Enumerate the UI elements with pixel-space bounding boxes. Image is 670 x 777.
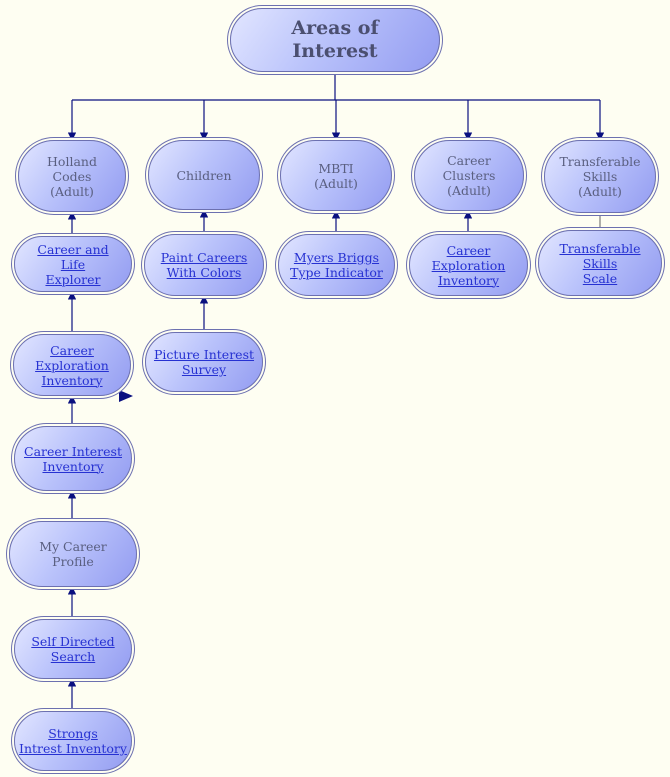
root-label: Areas of Interest [291, 17, 379, 62]
strongs-intrest-inventory-link[interactable]: Strongs Intrest Inventory [19, 726, 127, 756]
category-children-label: Children [176, 167, 232, 183]
career-life-explorer-link[interactable]: Career and Life Explorer [37, 241, 109, 287]
category-transferable-skills: Transferable Skills (Adult) [544, 140, 656, 213]
category-holland-label: Holland Codes (Adult) [47, 153, 97, 199]
picture-interest-survey-link[interactable]: Picture Interest Survey [153, 347, 255, 377]
category-mbti: MBTI (Adult) [280, 140, 392, 211]
node-my-career-profile: My Career Profile [9, 521, 137, 587]
category-skills-label: Transferable Skills (Adult) [559, 154, 641, 199]
paint-careers-link[interactable]: Paint Careers With Colors [160, 250, 248, 280]
node-myers-briggs-type-indicator[interactable]: Myers Briggs Type Indicator [278, 234, 395, 296]
node-paint-careers-with-colors[interactable]: Paint Careers With Colors [144, 234, 264, 296]
category-holland-codes: Holland Codes (Adult) [18, 140, 126, 212]
career-interest-inventory-link[interactable]: Career Interest Inventory [24, 443, 122, 474]
node-strongs-intrest-inventory[interactable]: Strongs Intrest Inventory [14, 711, 132, 771]
self-directed-search-link[interactable]: Self Directed Search [31, 634, 115, 664]
career-exploration-inventory-link[interactable]: Career Exploration Inventory [35, 342, 109, 388]
node-self-directed-search[interactable]: Self Directed Search [14, 619, 132, 679]
side-arrow-exploration [119, 390, 133, 402]
category-career-clusters: Career Clusters (Adult) [414, 140, 524, 211]
category-children: Children [148, 140, 260, 210]
node-career-interest-inventory[interactable]: Career Interest Inventory [14, 426, 132, 491]
my-career-profile-label: My Career Profile [39, 539, 107, 569]
node-transferable-skills-scale[interactable]: Transferable Skills Scale [538, 230, 662, 296]
node-career-and-life-explorer[interactable]: Career and Life Explorer [14, 236, 132, 292]
cluster-career-exploration-link[interactable]: Career Exploration Inventory [431, 242, 506, 288]
transferable-skills-scale-link[interactable]: Transferable Skills Scale [559, 240, 641, 286]
myers-briggs-link[interactable]: Myers Briggs Type Indicator [290, 250, 383, 280]
root-node: Areas of Interest [230, 8, 440, 72]
node-career-exploration-inventory[interactable]: Career Exploration Inventory [13, 334, 131, 396]
node-cluster-career-exploration-inventory[interactable]: Career Exploration Inventory [409, 234, 528, 296]
node-picture-interest-survey[interactable]: Picture Interest Survey [145, 332, 263, 392]
category-clusters-label: Career Clusters (Adult) [442, 153, 496, 198]
category-mbti-label: MBTI (Adult) [314, 160, 358, 191]
